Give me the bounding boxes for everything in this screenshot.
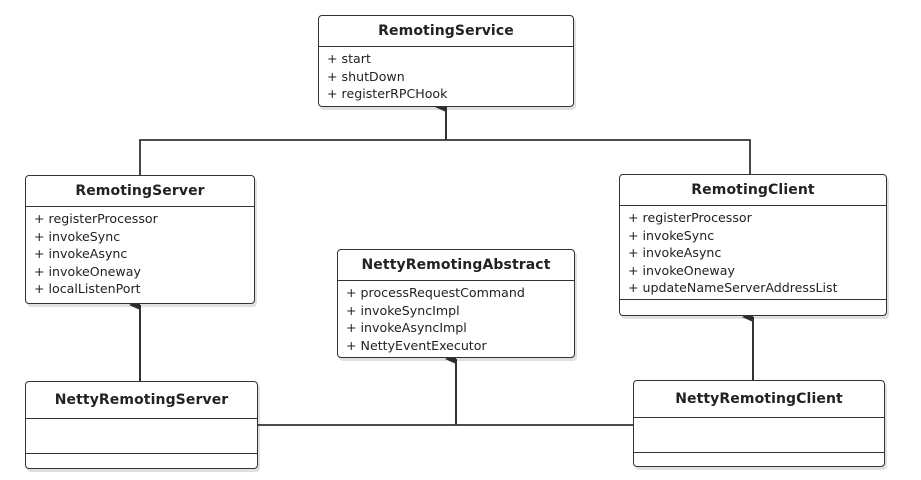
method-item: + invokeSyncImpl	[346, 302, 460, 318]
method-list: + registerProcessor + invokeSync + invokeA…	[620, 206, 886, 299]
class-name: NettyRemotingClient	[634, 381, 884, 418]
method-list: + registerProcessor + invokeSync + invokeA…	[26, 207, 254, 300]
method-item: + start	[327, 51, 371, 66]
method-list: + processRequestCommand + invokeSyncImpl +…	[338, 281, 574, 356]
method-list: + start + shutDown + registerRPCHook	[319, 47, 573, 105]
method-item: + localListenPort	[34, 281, 141, 296]
class-netty-remoting-client[interactable]: NettyRemotingClient	[633, 380, 885, 467]
class-netty-remoting-server[interactable]: NettyRemotingServer	[25, 381, 258, 469]
method-item: + registerRPCHook	[327, 86, 448, 101]
class-name: NettyRemotingServer	[26, 382, 257, 419]
method-item: + shutDown	[327, 68, 405, 84]
method-item: + processRequestCommand	[346, 285, 525, 300]
method-item: + invokeSync	[34, 228, 121, 244]
class-name: RemotingServer	[26, 176, 254, 207]
class-name: RemotingService	[319, 16, 573, 47]
class-remoting-server[interactable]: RemotingServer + registerProcessor + invo…	[25, 175, 255, 304]
attributes-section	[26, 419, 257, 454]
class-remoting-service[interactable]: RemotingService + start + shutDown + regis…	[318, 15, 574, 107]
method-item: + invokeAsyncImpl	[346, 320, 467, 335]
method-item: + invokeSync	[628, 227, 715, 243]
class-netty-remoting-abstract[interactable]: NettyRemotingAbstract + processRequestCo…	[337, 249, 575, 358]
method-item: + registerProcessor	[34, 211, 158, 226]
class-name: RemotingClient	[620, 175, 886, 206]
method-item: + invokeAsync	[628, 245, 722, 260]
method-item: + invokeAsync	[34, 246, 128, 261]
method-item: + NettyEventExecutor	[346, 337, 487, 353]
connector-server-client-to-service	[139, 139, 751, 175]
empty-section-divider	[620, 298, 886, 300]
method-item: + invokeOneway	[628, 262, 735, 278]
method-item: + updateNameServerAddressList	[628, 280, 838, 295]
method-item: + registerProcessor	[628, 210, 752, 225]
attributes-section	[634, 418, 884, 453]
method-item: + invokeOneway	[34, 263, 141, 279]
class-remoting-client[interactable]: RemotingClient + registerProcessor + invo…	[619, 174, 887, 316]
class-name: NettyRemotingAbstract	[338, 250, 574, 281]
